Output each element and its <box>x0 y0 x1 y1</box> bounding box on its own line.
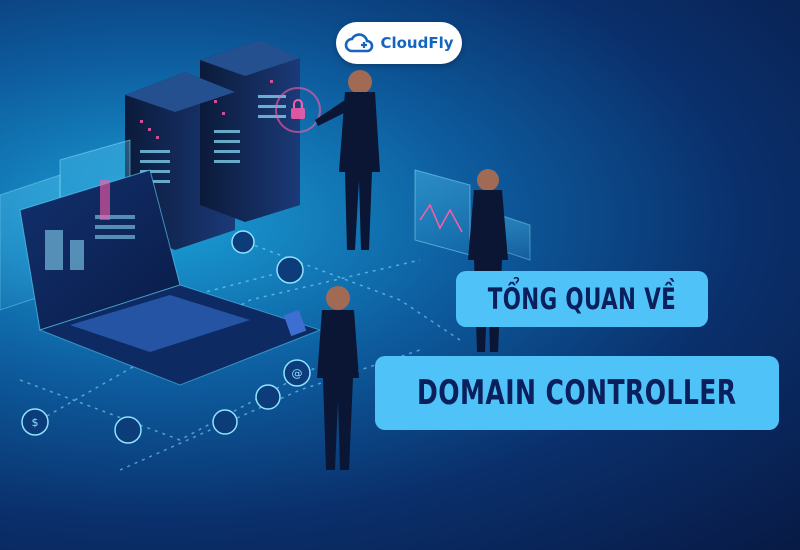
gear-icon <box>255 384 281 410</box>
wifi-icon <box>114 416 142 444</box>
globe-icon <box>231 230 255 254</box>
svg-text:$: $ <box>32 416 39 429</box>
pie-chart-icon <box>212 409 238 435</box>
headline-line-1-text: TỔNG QUAN VỀ <box>487 282 677 316</box>
lock-icon <box>275 87 321 133</box>
bar-chart-icon <box>276 256 304 284</box>
server-rack <box>125 40 300 250</box>
headline-line-2: DOMAIN CONTROLLER <box>375 356 779 430</box>
dollar-icon <box>21 408 49 436</box>
headline-line-2-text: DOMAIN CONTROLLER <box>417 373 737 413</box>
at-sign-icon <box>283 359 311 387</box>
laptop <box>19 169 322 386</box>
svg-text:@: @ <box>292 367 303 380</box>
headline-line-1: TỔNG QUAN VỀ <box>456 271 708 327</box>
cloud-icon <box>345 33 374 53</box>
brand-name: CloudFly <box>380 34 454 52</box>
cloudfly-logo: CloudFly <box>336 22 462 64</box>
